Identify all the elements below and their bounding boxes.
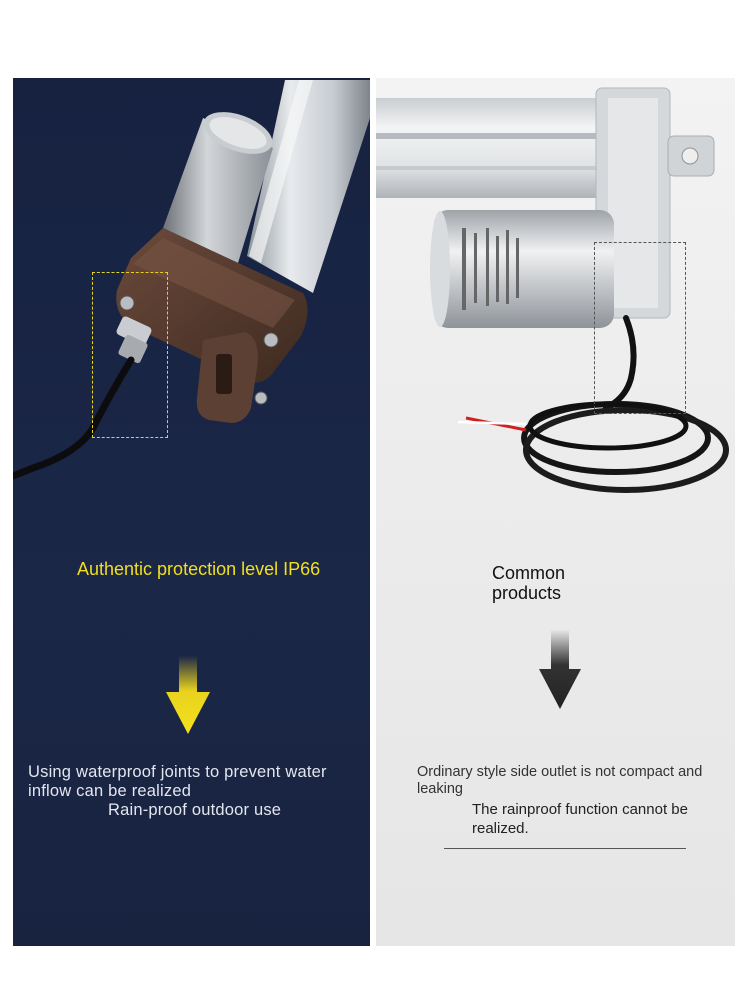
arrow-down-icon (539, 629, 581, 709)
divider-line (444, 848, 686, 849)
outlet-highlight-box (594, 242, 686, 414)
side-outlet-description: Ordinary style side outlet is not compac… (417, 764, 703, 797)
rainproof-not-realized-note: The rainproof function cannot be realize… (472, 801, 688, 837)
ip66-heading: Authentic protection level IP66 (77, 559, 321, 579)
joint-highlight-box (92, 272, 168, 438)
common-actuator-photo (376, 87, 729, 493)
waterproof-description: Using waterproof joints to prevent water… (28, 763, 327, 800)
arrow-down-icon (166, 656, 210, 734)
rainproof-outdoor-note: Rain-proof outdoor use (108, 801, 282, 819)
right-panel-common: Common products Ordinary style side outl… (376, 78, 735, 946)
waterproof-actuator-photo (13, 80, 370, 480)
left-panel-ip66: Authentic protection level IP66 Using wa… (13, 78, 370, 946)
common-products-heading: Common products (492, 563, 566, 603)
